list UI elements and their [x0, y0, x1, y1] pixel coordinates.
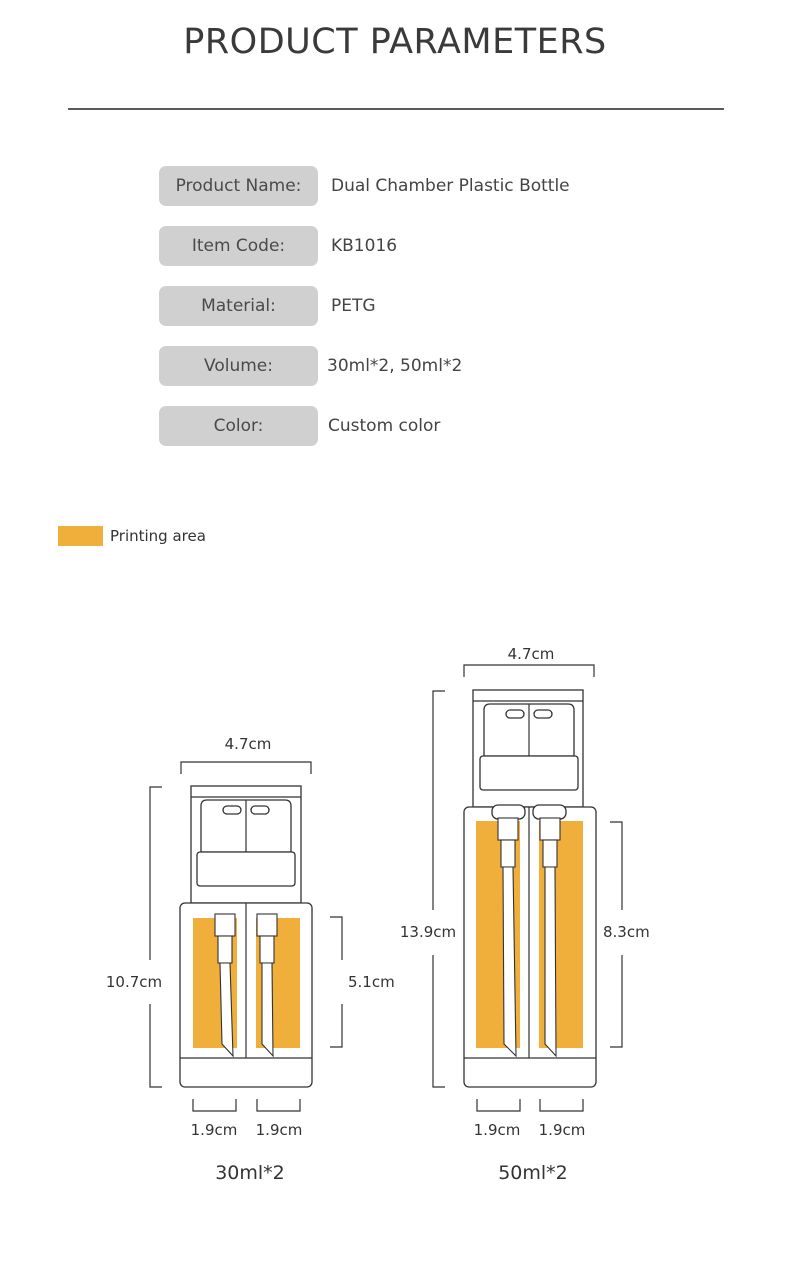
dip-tube-left	[219, 962, 234, 1058]
print-height-label: 5.1cm	[348, 973, 395, 991]
chamber-width-left: 1.9cm	[474, 1121, 521, 1139]
param-label: Color:	[159, 406, 318, 446]
dip-tube-right	[261, 962, 274, 1058]
param-row-volume: Volume: 30ml*2, 50ml*2	[159, 346, 719, 386]
bottle-30ml: 4.7cm 10.7cm 5.1cm 1.9cm 1.9cm 30ml*2	[106, 735, 395, 1184]
bottle-50ml: 4.7cm 13.9cm 8.3cm 1.9cm 1.9c	[400, 645, 650, 1184]
width-dimension-line	[180, 761, 312, 774]
chamber-width-right: 1.9cm	[256, 1121, 303, 1139]
printing-area-swatch	[58, 526, 103, 546]
pump-nozzle-right	[533, 709, 553, 719]
bottle-dimension-drawing: .outline { fill: #ffffff; stroke: #33333…	[106, 645, 650, 1184]
param-label: Material:	[159, 286, 318, 326]
dip-tube-right	[544, 866, 557, 1058]
print-height-dimension-line	[610, 821, 623, 1048]
height-dimension-line	[432, 690, 445, 1088]
height-label: 10.7cm	[106, 973, 162, 991]
bottle-caption: 50ml*2	[498, 1162, 568, 1184]
height-label: 13.9cm	[400, 923, 456, 941]
param-value: Dual Chamber Plastic Bottle	[331, 176, 570, 196]
bottle-caption: 30ml*2	[215, 1162, 285, 1184]
chamber-width-left: 1.9cm	[191, 1121, 238, 1139]
print-height-label: 8.3cm	[603, 923, 650, 941]
pump-nozzle-left	[505, 709, 525, 719]
pump-collar	[479, 755, 579, 791]
param-value: KB1016	[331, 236, 398, 256]
param-label: Product Name:	[159, 166, 318, 206]
title-divider	[68, 108, 724, 110]
dip-tube-left	[502, 866, 517, 1058]
pump-collar	[196, 851, 296, 887]
pump-nozzle-right	[250, 805, 270, 815]
param-value: PETG	[331, 296, 376, 316]
param-value: Custom color	[328, 416, 441, 436]
param-row-material: Material: PETG	[159, 286, 719, 326]
param-label: Volume:	[159, 346, 318, 386]
param-row-product-name: Product Name: Dual Chamber Plastic Bottl…	[159, 166, 719, 206]
param-row-item-code: Item Code: KB1016	[159, 226, 719, 266]
width-dimension-line	[463, 664, 595, 677]
chamber-width-right: 1.9cm	[539, 1121, 586, 1139]
width-label: 4.7cm	[508, 645, 555, 663]
param-label: Item Code:	[159, 226, 318, 266]
pump-nozzle-left	[222, 805, 242, 815]
page-title: PRODUCT PARAMETERS	[183, 22, 607, 62]
width-label: 4.7cm	[225, 735, 272, 753]
height-dimension-line	[149, 786, 162, 1088]
param-value: 30ml*2, 50ml*2	[327, 356, 463, 376]
print-height-dimension-line	[330, 916, 343, 1048]
printing-area-legend-label: Printing area	[110, 527, 206, 545]
param-row-color: Color: Custom color	[159, 406, 719, 446]
